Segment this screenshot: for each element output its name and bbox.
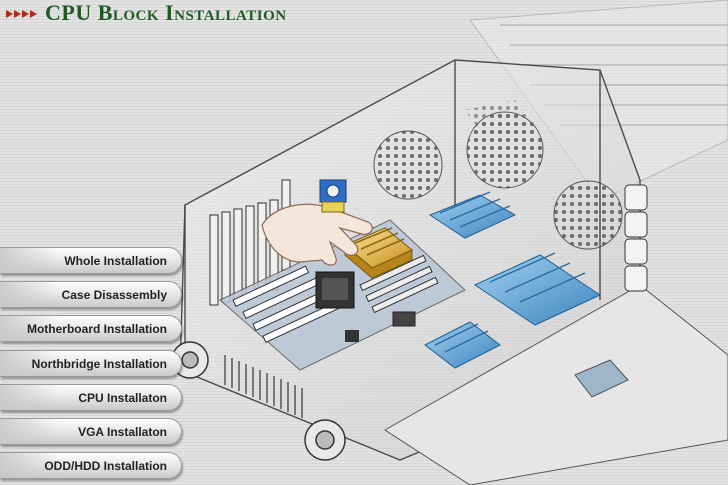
menu-motherboard-installation[interactable]: Motherboard Installation — [0, 315, 182, 342]
blue-fan — [319, 179, 347, 213]
heatsinks — [424, 191, 602, 369]
menu-northbridge-installation[interactable]: Northbridge Installation — [0, 350, 182, 377]
menu-whole-installation[interactable]: Whole Installation — [0, 247, 182, 274]
cpu-block — [344, 227, 413, 279]
front-ports — [624, 184, 648, 292]
front-door — [384, 284, 728, 485]
fans — [373, 100, 623, 250]
menu-case-disassembly[interactable]: Case Disassembly — [0, 281, 182, 308]
title-bar: CPU Block Installation — [0, 0, 287, 26]
page-title: CPU Block Installation — [45, 0, 287, 25]
menu-cpu-installation[interactable]: CPU Installaton — [0, 384, 182, 411]
menu-vga-installation[interactable]: VGA Installaton — [0, 418, 182, 445]
caster-wheels — [171, 341, 346, 461]
arrows-icon — [6, 10, 37, 18]
bottom-fins — [224, 355, 303, 418]
menu-odd-hdd-installation[interactable]: ODD/HDD Installation — [0, 452, 182, 479]
